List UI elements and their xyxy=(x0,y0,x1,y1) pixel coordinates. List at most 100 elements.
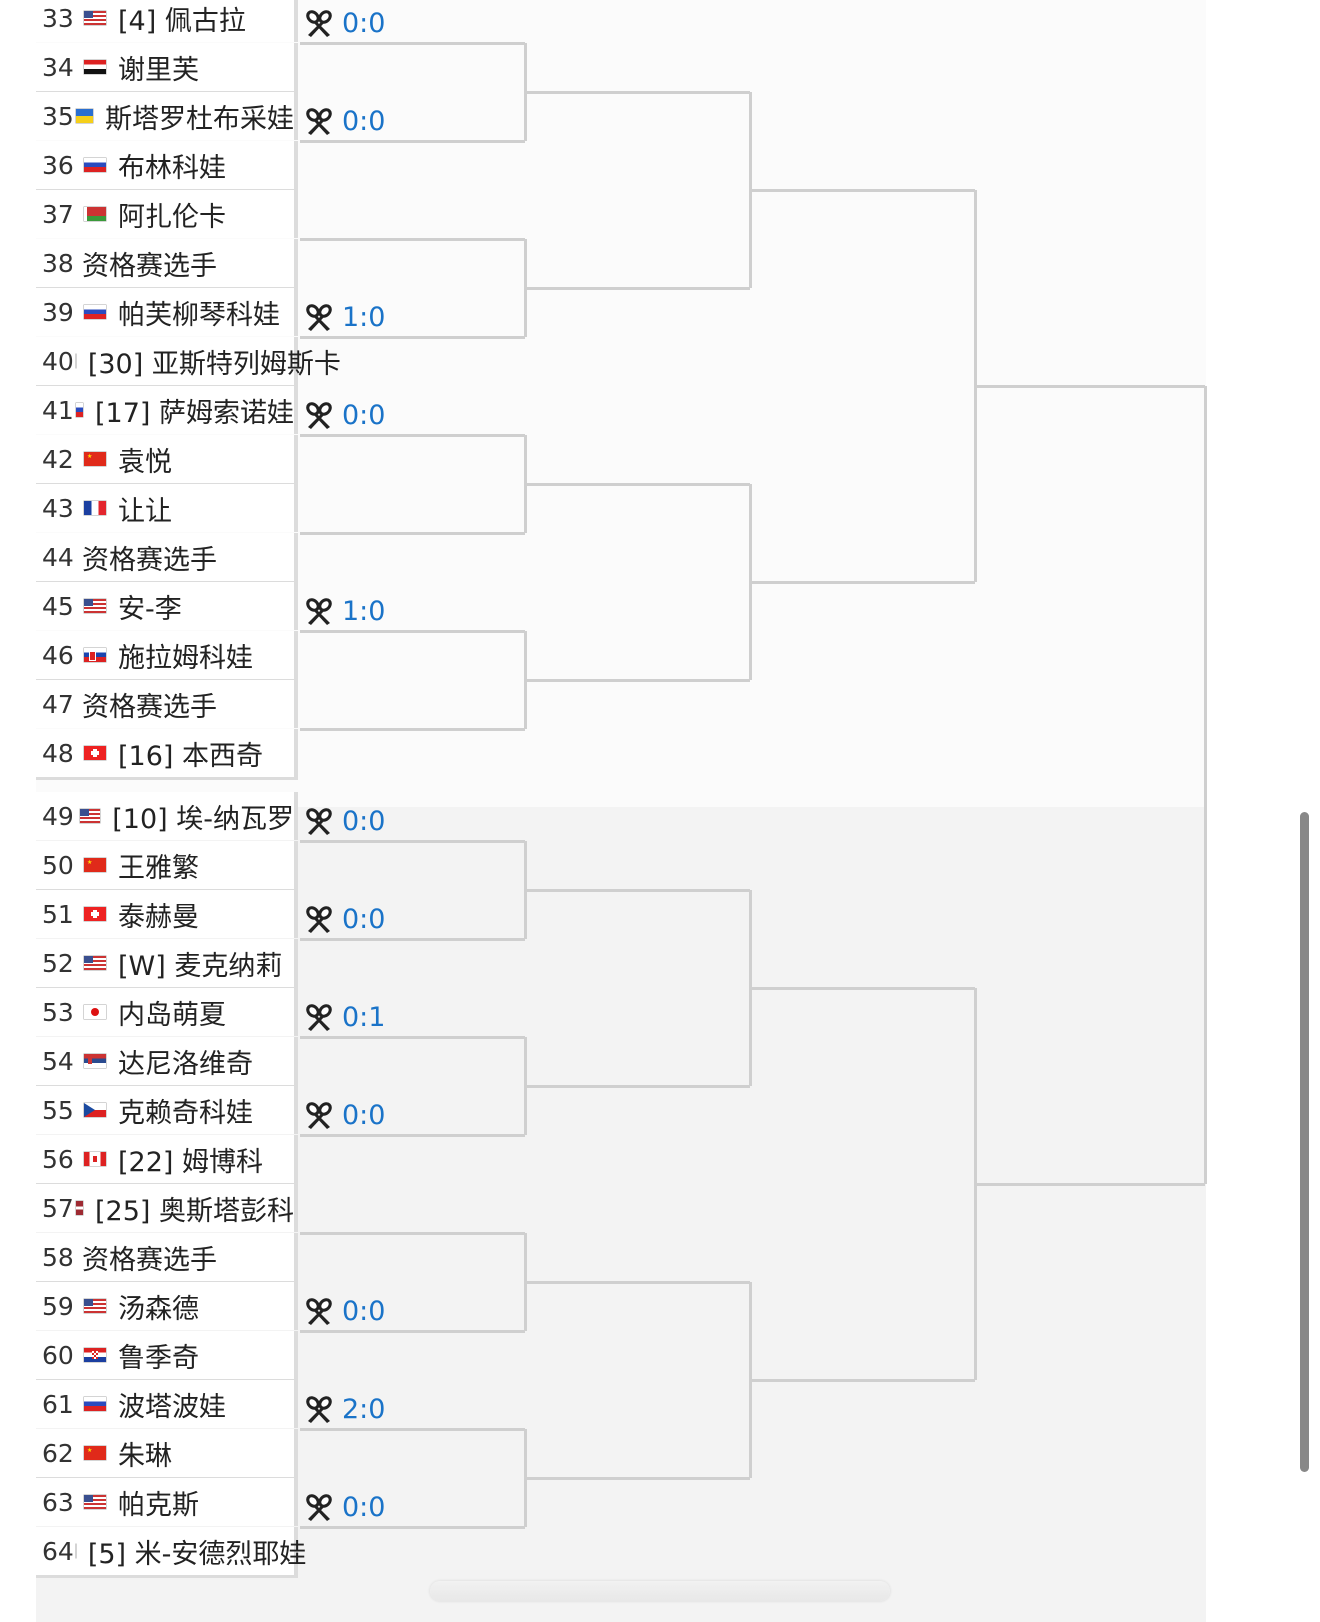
bracket-line xyxy=(300,1232,525,1235)
match-score[interactable]: 0:1 xyxy=(304,997,385,1037)
crossed-rackets-icon xyxy=(304,400,342,430)
bracket-line xyxy=(525,483,750,486)
match-score[interactable]: 0:0 xyxy=(304,1095,385,1135)
country-flag-icon xyxy=(80,809,101,823)
player-row[interactable]: 40[30] 亚斯特列姆斯卡 xyxy=(36,337,341,385)
player-row[interactable]: 44 资格赛选手 xyxy=(36,533,298,581)
draw-position: 51 xyxy=(42,899,74,929)
score-text: 0:1 xyxy=(342,1001,386,1033)
match-score[interactable]: 0:0 xyxy=(304,3,385,43)
match-score[interactable]: 1:0 xyxy=(304,591,385,631)
player-row[interactable]: 52[W] 麦克纳莉 xyxy=(36,939,298,987)
player-row[interactable]: 38 资格赛选手 xyxy=(36,239,298,287)
country-flag-icon: ★ xyxy=(84,858,106,872)
draw-position: 38 xyxy=(42,248,74,278)
country-flag-icon xyxy=(75,109,93,123)
draw-position: 37 xyxy=(42,199,74,229)
country-flag-icon xyxy=(75,1201,83,1215)
match-divider xyxy=(36,1575,298,1578)
draw-position: 49 xyxy=(42,801,74,831)
player-name: [16] 本西奇 xyxy=(118,740,264,772)
draw-position: 52 xyxy=(42,948,74,978)
draw-position: 61 xyxy=(42,1389,74,1419)
bracket-line xyxy=(975,385,1205,388)
player-row[interactable]: 56[22] 姆博科 xyxy=(36,1135,298,1183)
bracket-line xyxy=(525,287,750,290)
draw-position: 56 xyxy=(42,1144,74,1174)
player-name: [17] 萨姆索诺娃 xyxy=(94,397,294,429)
draw-position: 58 xyxy=(42,1242,74,1272)
match-score[interactable]: 0:0 xyxy=(304,899,385,939)
match-score[interactable]: 2:0 xyxy=(304,1389,385,1429)
country-flag-icon xyxy=(84,207,106,221)
player-row[interactable]: 63 帕克斯 xyxy=(36,1478,298,1526)
match-score[interactable]: 0:0 xyxy=(304,395,385,435)
crossed-rackets-icon xyxy=(304,106,342,136)
player-row[interactable]: 50★王雅繁 xyxy=(36,841,298,889)
player-row[interactable]: 64[5] 米-安德烈耶娃 xyxy=(36,1527,306,1575)
bracket-line xyxy=(750,581,975,584)
score-text: 1:0 xyxy=(342,595,386,627)
draw-position: 44 xyxy=(42,542,74,572)
crossed-rackets-icon xyxy=(304,8,342,38)
player-name: 资格赛选手 xyxy=(82,544,217,576)
bracket-line xyxy=(525,889,750,892)
vertical-scrollbar[interactable] xyxy=(1300,812,1309,1472)
score-text: 0:0 xyxy=(342,903,386,935)
horizontal-scroll-indicator[interactable] xyxy=(430,1581,890,1601)
crossed-rackets-icon xyxy=(304,1100,342,1130)
country-flag-icon xyxy=(84,1397,106,1411)
country-flag-icon xyxy=(84,60,106,74)
player-row[interactable]: 49[10] 埃-纳瓦罗 xyxy=(36,792,298,840)
match-score[interactable]: 0:0 xyxy=(304,1487,385,1527)
player-name: 汤森德 xyxy=(118,1293,199,1325)
player-row[interactable]: 48[16] 本西奇 xyxy=(36,729,298,777)
player-row[interactable]: 41[17] 萨姆索诺娃 xyxy=(36,386,298,434)
bracket-line xyxy=(300,938,525,941)
player-row[interactable]: 62★朱琳 xyxy=(36,1429,298,1477)
draw-position: 63 xyxy=(42,1487,74,1517)
match-score[interactable]: 0:0 xyxy=(304,1291,385,1331)
player-name: 袁悦 xyxy=(118,446,172,478)
draw-position: 34 xyxy=(42,52,74,82)
player-name: 资格赛选手 xyxy=(82,250,217,282)
country-flag-icon xyxy=(84,501,106,515)
match-score[interactable]: 0:0 xyxy=(304,801,385,841)
crossed-rackets-icon xyxy=(304,806,342,836)
player-row[interactable]: 57[25] 奥斯塔彭科 xyxy=(36,1184,298,1232)
draw-position: 43 xyxy=(42,493,74,523)
country-flag-icon: ★ xyxy=(84,1446,106,1460)
player-name: 帕克斯 xyxy=(118,1489,199,1521)
player-row[interactable]: 33[4] 佩古拉 xyxy=(36,0,298,42)
match-score[interactable]: 1:0 xyxy=(304,297,385,337)
score-text: 0:0 xyxy=(342,1099,386,1131)
draw-position: 47 xyxy=(42,689,74,719)
crossed-rackets-icon xyxy=(304,1002,342,1032)
bracket-line xyxy=(300,1330,525,1333)
player-name: 内岛萌夏 xyxy=(118,999,226,1031)
player-name: [5] 米-安德烈耶娃 xyxy=(87,1538,307,1570)
player-row[interactable]: 42★袁悦 xyxy=(36,435,298,483)
country-flag-icon xyxy=(84,1495,106,1509)
match-score[interactable]: 0:0 xyxy=(304,101,385,141)
bracket-line xyxy=(525,1085,750,1088)
country-flag-icon xyxy=(84,11,106,25)
score-text: 0:0 xyxy=(342,399,386,431)
